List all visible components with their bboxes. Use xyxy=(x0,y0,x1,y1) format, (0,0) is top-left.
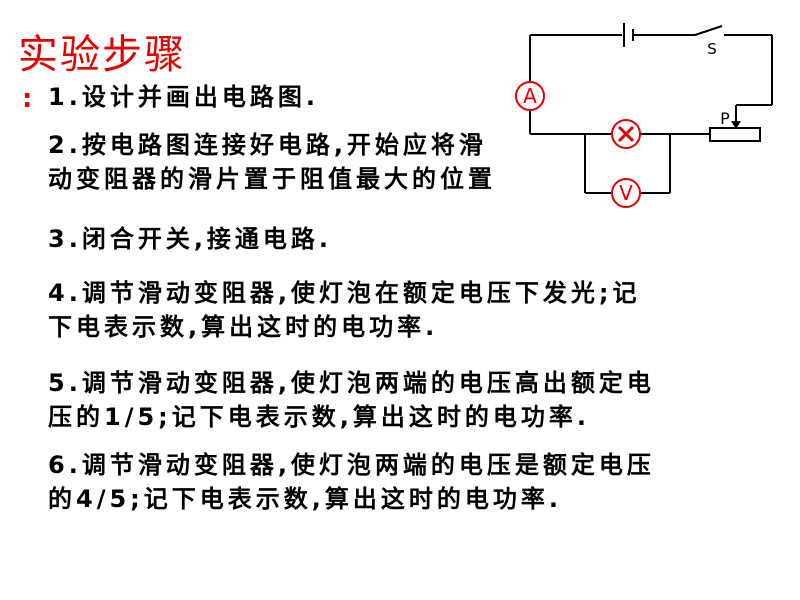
step-line: 3.闭合开关,接通电路. xyxy=(48,225,333,253)
step-line: 1.设计并画出电路图. xyxy=(48,83,319,111)
step-3: 3.闭合开关,接通电路. xyxy=(48,222,332,256)
circuit-diagram: A V S P xyxy=(515,23,773,208)
step-line: 下电表示数,算出这时的电功率. xyxy=(48,313,439,341)
rheostat-body xyxy=(709,127,761,142)
step-line: 的4/5;记下电表示数,算出这时的电功率. xyxy=(48,485,562,513)
step-line: 5.调节滑动变阻器,使灯泡两端的电压高出额定电 xyxy=(48,369,655,397)
voltmeter-label: V xyxy=(619,181,633,205)
step-line: 4.调节滑动变阻器,使灯泡在额定电压下发光;记 xyxy=(48,279,641,307)
step-6: 6.调节滑动变阻器,使灯泡两端的电压是额定电压 的4/5;记下电表示数,算出这时… xyxy=(48,448,655,516)
step-5: 5.调节滑动变阻器,使灯泡两端的电压高出额定电 压的1/5;记下电表示数,算出这… xyxy=(48,366,655,434)
step-2: 2.按电路图连接好电路,开始应将滑 动变阻器的滑片置于阻值最大的位置 xyxy=(48,128,496,196)
step-line: 动变阻器的滑片置于阻值最大的位置 xyxy=(48,165,496,193)
step-line: 压的1/5;记下电表示数,算出这时的电功率. xyxy=(48,403,590,431)
voltmeter-icon xyxy=(611,178,641,208)
page-title: 实验步骤 xyxy=(18,32,186,78)
slider-arrow-head xyxy=(731,121,741,129)
step-line: 2.按电路图连接好电路,开始应将滑 xyxy=(48,131,487,159)
step-1: 1.设计并画出电路图. xyxy=(48,80,319,114)
lamp-cross-b xyxy=(617,125,635,143)
step-line: 6.调节滑动变阻器,使灯泡两端的电压是额定电压 xyxy=(48,451,655,479)
slider-label: P xyxy=(720,109,730,128)
ammeter-icon xyxy=(515,81,545,111)
switch-label: S xyxy=(707,40,717,58)
colon-mark: : xyxy=(22,84,33,114)
ammeter-label: A xyxy=(523,84,537,108)
step-4: 4.调节滑动变阻器,使灯泡在额定电压下发光;记 下电表示数,算出这时的电功率. xyxy=(48,276,641,344)
switch-blade xyxy=(694,25,723,36)
